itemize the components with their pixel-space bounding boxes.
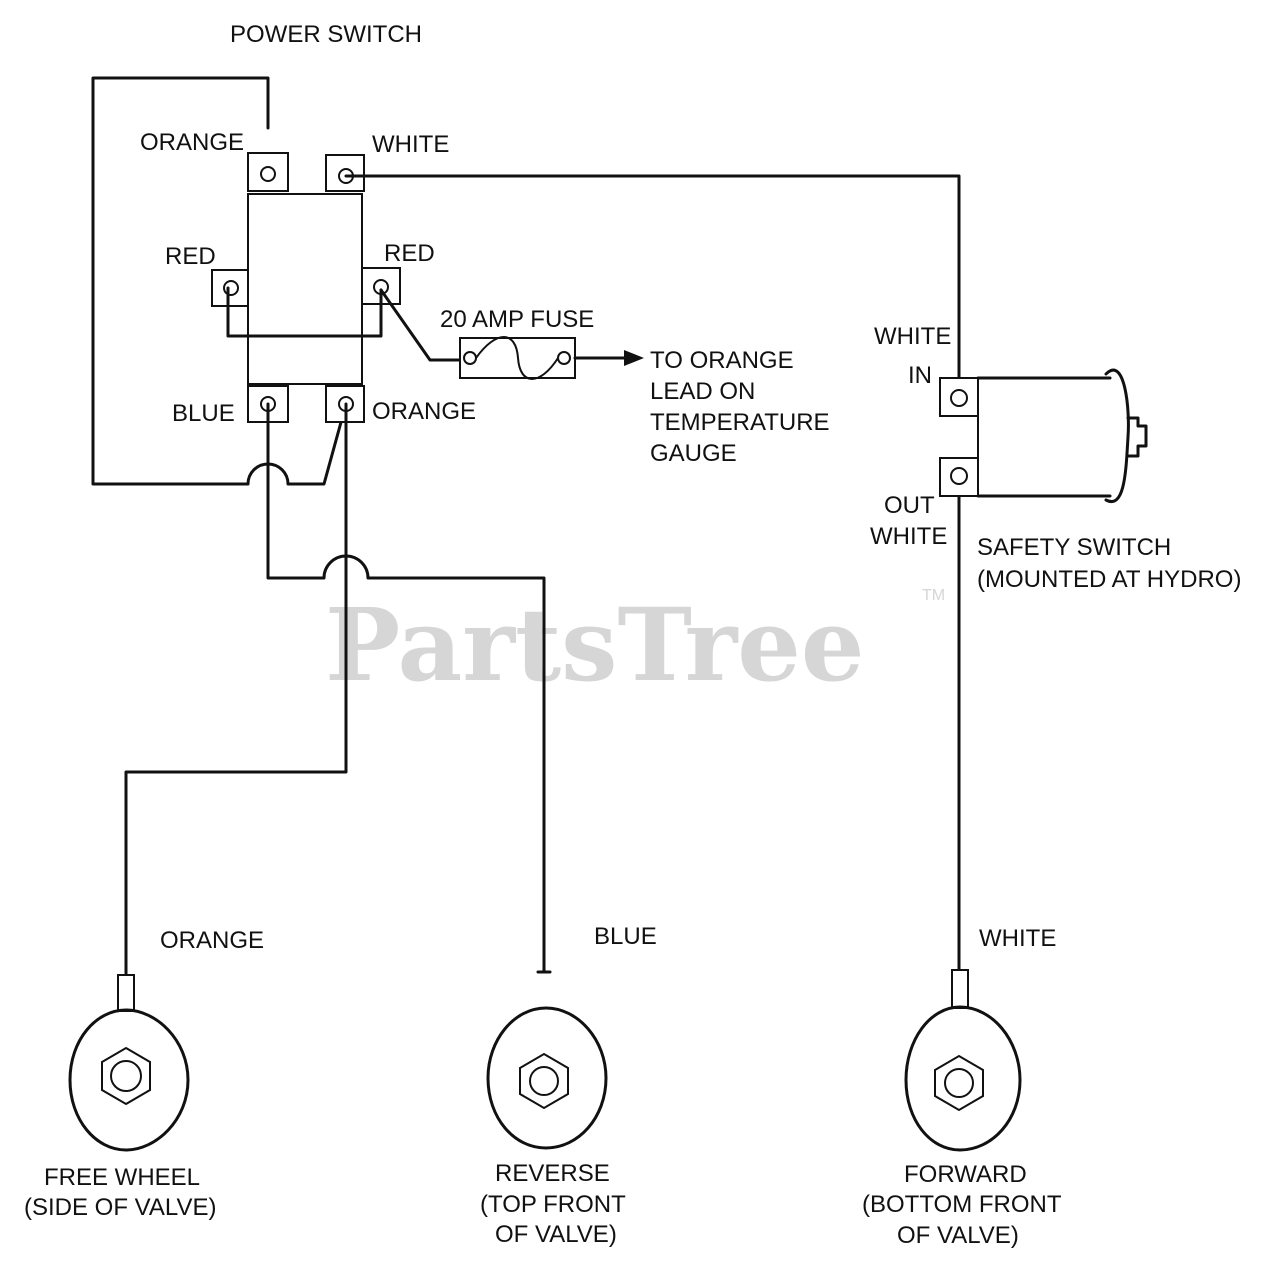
label-blue-bottom: BLUE — [172, 400, 235, 427]
safety-switch: WHITE IN OUT WHITE SAFETY SWITCH (MOUNTE… — [870, 323, 1241, 593]
fuse-destination-line-2: LEAD ON — [650, 378, 755, 405]
power-switch-body — [247, 193, 363, 385]
watermark-trademark: TM — [922, 587, 945, 604]
reverse-wire-label: BLUE — [594, 923, 657, 950]
power-switch: POWER SWITCH ORANGE WHITE RED RED BLUE O… — [91, 21, 476, 486]
terminal-mid-left — [211, 269, 249, 307]
solenoid-reverse: BLUE REVERSE (TOP FRONT OF VALVE) — [480, 923, 657, 1248]
safety-in-wire-label: WHITE — [874, 323, 951, 350]
fuse-destination-line-4: GAUGE — [650, 440, 737, 467]
red-jumper-wire — [226, 286, 383, 338]
safety-switch-plunger — [1126, 416, 1148, 458]
solenoid-forward: WHITE FORWARD (BOTTOM FRONT OF VALVE) — [862, 925, 1062, 1249]
forward-label-line-1: FORWARD — [904, 1161, 1027, 1188]
label-orange-top: ORANGE — [140, 129, 244, 156]
free-wheel-label-line-1: FREE WHEEL — [44, 1164, 200, 1191]
terminal-top-left — [247, 152, 289, 192]
reverse-label-line-1: REVERSE — [495, 1160, 610, 1187]
safety-out-label: OUT — [884, 492, 935, 519]
safety-terminal-out — [939, 457, 979, 497]
safety-terminal-in — [939, 377, 979, 417]
free-wheel-label-line-2: (SIDE OF VALVE) — [24, 1194, 216, 1221]
safety-switch-name-line-1: SAFETY SWITCH — [977, 534, 1171, 561]
fuse-destination-line-3: TEMPERATURE — [650, 409, 830, 436]
safety-switch-body — [976, 376, 1112, 498]
power-switch-housing — [91, 76, 348, 486]
reverse-label-line-2: (TOP FRONT — [480, 1191, 626, 1218]
label-orange-bottom: ORANGE — [372, 398, 476, 425]
terminal-top-right — [325, 154, 365, 192]
forward-wire-label: WHITE — [979, 925, 1056, 952]
safety-switch-name-line-2: (MOUNTED AT HYDRO) — [977, 566, 1241, 593]
fuse-label: 20 AMP FUSE — [440, 306, 594, 333]
label-red-right: RED — [384, 240, 435, 267]
fuse-feed-wire — [379, 288, 462, 362]
solenoid-free-wheel: ORANGE FREE WHEEL (SIDE OF VALVE) — [24, 927, 264, 1221]
watermark: PartsTree — [325, 586, 865, 704]
fuse-output-arrow — [624, 350, 644, 366]
white-wire-to-safety-in — [344, 174, 961, 400]
fuse-destination-line-1: TO ORANGE — [650, 347, 794, 374]
safety-in-label: IN — [908, 362, 932, 389]
power-switch-title: POWER SWITCH — [230, 21, 422, 48]
reverse-label-line-3: OF VALVE) — [495, 1221, 617, 1248]
label-white-top: WHITE — [372, 131, 449, 158]
label-red-left: RED — [165, 243, 216, 270]
safety-out-wire-label: WHITE — [870, 523, 947, 550]
orange-wire-to-free-wheel — [124, 402, 348, 977]
forward-label-line-2: (BOTTOM FRONT — [862, 1191, 1062, 1218]
forward-label-line-3: OF VALVE) — [897, 1222, 1019, 1249]
free-wheel-wire-label: ORANGE — [160, 927, 264, 954]
fuse: 20 AMP FUSE TO ORANGE LEAD ON TEMPERATUR… — [379, 288, 830, 467]
